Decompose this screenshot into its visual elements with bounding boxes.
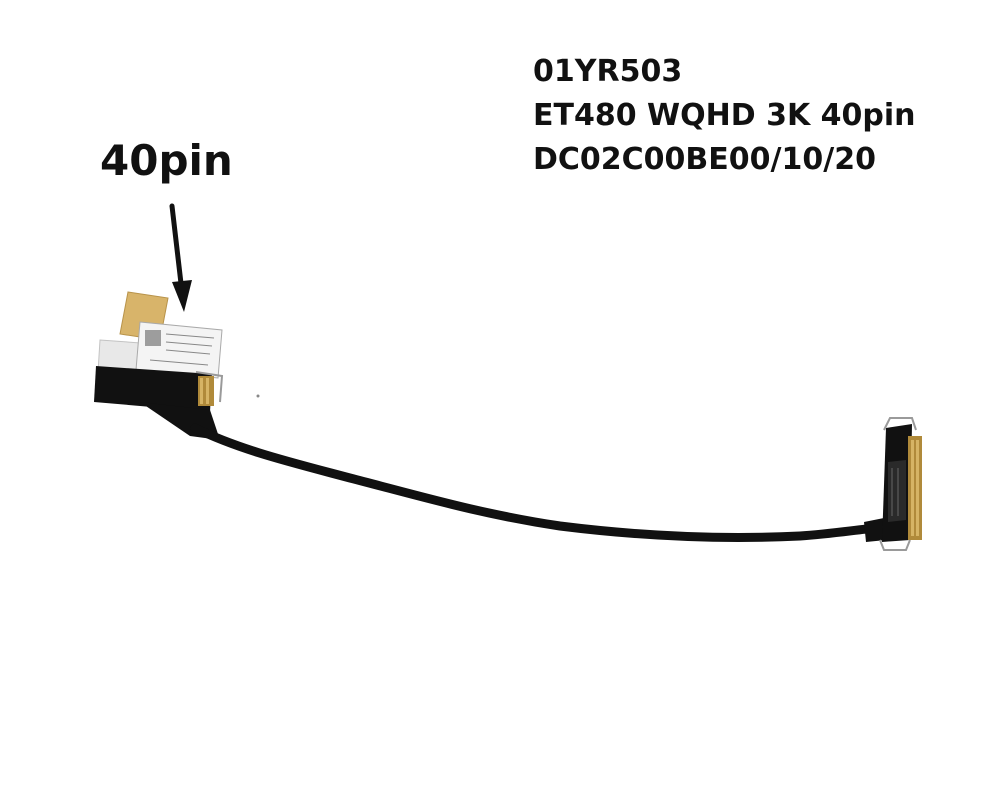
- left-connector: [94, 291, 224, 440]
- dust-speck: [256, 394, 260, 398]
- model-spec: ET480 WQHD 3K 40pin: [533, 98, 916, 133]
- right-connector: [864, 417, 922, 551]
- callout-arrow: [169, 203, 192, 312]
- product-spec-text: 01YR503 ET480 WQHD 3K 40pin DC02C00BE00/…: [533, 50, 916, 182]
- part-number: 01YR503: [533, 54, 683, 89]
- cable-body: [190, 423, 881, 543]
- part-codes: DC02C00BE00/10/20: [533, 142, 876, 177]
- pin-count-label: 40pin: [100, 136, 233, 185]
